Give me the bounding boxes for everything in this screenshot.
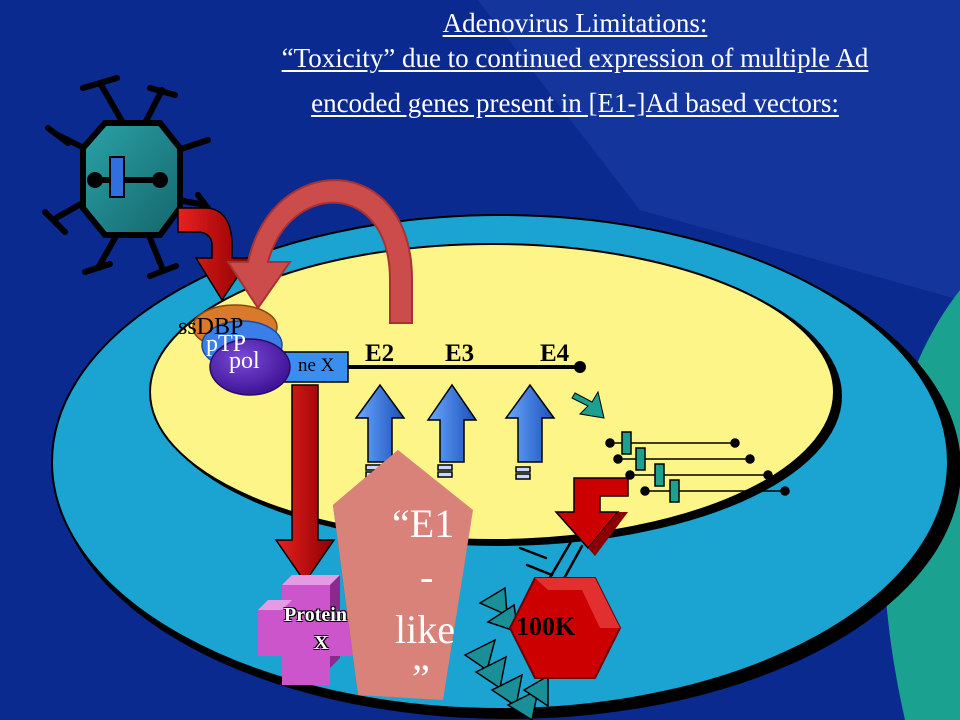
protein-x-label-line-2: X bbox=[314, 632, 329, 654]
background-streak bbox=[477, 0, 960, 300]
ptp-label: pTP bbox=[206, 331, 247, 357]
e1-like-label-line-1: “E1 bbox=[392, 501, 455, 546]
slide-title: Adenovirus Limitations: bbox=[442, 8, 708, 38]
100k-label: 100K bbox=[516, 612, 576, 641]
pol-protein bbox=[209, 338, 291, 396]
slide-subtitle-line-2: encoded genes present in [E1-]Ad based v… bbox=[311, 88, 839, 118]
slide-subtitle-line-1: “Toxicity” due to continued expression o… bbox=[281, 43, 869, 73]
gene-label-e3: E3 bbox=[445, 340, 475, 367]
activation-arrows bbox=[354, 383, 556, 480]
viral-dna-end bbox=[574, 361, 586, 373]
e1-like-label-line-2: - bbox=[420, 554, 434, 599]
protein-x-arrow bbox=[274, 384, 336, 584]
feedback-arrow bbox=[226, 179, 413, 324]
e1-like-label-line-4: ” bbox=[412, 656, 430, 701]
100k-shape bbox=[508, 577, 622, 679]
e4-splice-arrow bbox=[571, 390, 605, 419]
gene-label-e4: E4 bbox=[540, 340, 570, 367]
gene-label-x: ne X bbox=[298, 355, 335, 376]
protein-x-label-line-1: Protein bbox=[284, 604, 347, 626]
e4-transcripts bbox=[605, 431, 790, 503]
e1-like-label-line-3: like bbox=[395, 607, 455, 652]
e1-like-shape bbox=[333, 450, 473, 700]
pol-label: pol bbox=[229, 348, 260, 374]
hexon-triangles bbox=[463, 586, 549, 720]
gene-label-e2: E2 bbox=[365, 340, 395, 367]
ssdbp-label: ssDBP bbox=[178, 314, 244, 340]
entry-arrow bbox=[177, 207, 252, 302]
gene-x-box bbox=[281, 351, 349, 383]
